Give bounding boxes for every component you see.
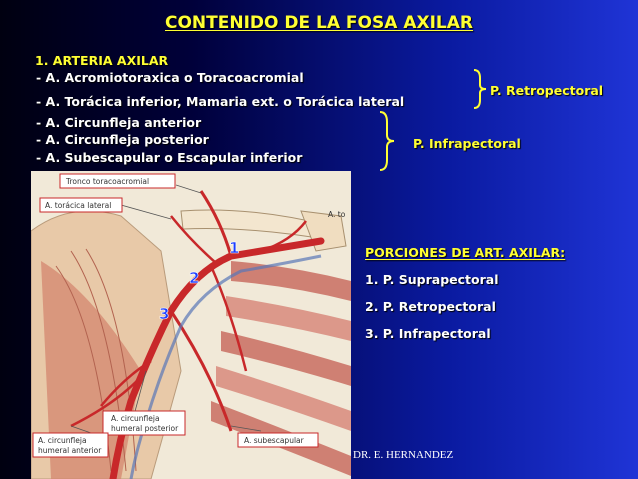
- portions-title: PORCIONES DE ART. AXILAR:: [365, 245, 566, 260]
- portion-number-3: 3: [159, 305, 169, 323]
- label-circ-posterior-2: humeral posterior: [111, 424, 179, 433]
- label-circ-anterior-2: humeral anterior: [38, 446, 102, 455]
- axilla-illustration: Tronco toracoacromial A. torácica latera…: [31, 171, 351, 479]
- branch-item: - A. Circunfleja posterior: [36, 132, 209, 147]
- label-subescapular: A. subescapular: [244, 436, 305, 445]
- brace-retropectoral: [473, 69, 487, 109]
- portion-item: 2. P. Retropectoral: [365, 299, 496, 314]
- label-tronco-toracoacromial: Tronco toracoacromial: [65, 177, 149, 186]
- branch-item: - A. Acromiotoraxica o Toracoacromial: [36, 70, 304, 85]
- group-retropectoral: P. Retropectoral: [490, 83, 604, 98]
- section-heading: 1. ARTERIA AXILAR: [35, 53, 169, 68]
- branch-item: - A. Torácica inferior, Mamaria ext. o T…: [36, 94, 405, 109]
- slide-title: CONTENIDO DE LA FOSA AXILAR: [164, 13, 473, 33]
- portion-item: 1. P. Suprapectoral: [365, 272, 499, 287]
- portion-number-1: 1: [229, 239, 239, 257]
- label-toracica-lateral: A. torácica lateral: [45, 201, 111, 210]
- footer-author: DR. E. HERNANDEZ: [353, 449, 454, 461]
- brace-infrapectoral: [379, 111, 395, 171]
- portion-number-2: 2: [189, 269, 199, 287]
- label-circ-posterior-1: A. circunfleja: [111, 414, 160, 423]
- branch-item: - A. Circunfleja anterior: [36, 115, 202, 130]
- label-circ-anterior-1: A. circunfleja: [38, 436, 87, 445]
- branch-item: - A. Subescapular o Escapular inferior: [36, 150, 303, 165]
- label-cut: A. to: [328, 210, 346, 219]
- group-infrapectoral: P. Infrapectoral: [413, 136, 521, 151]
- portion-item: 3. P. Infrapectoral: [365, 326, 491, 341]
